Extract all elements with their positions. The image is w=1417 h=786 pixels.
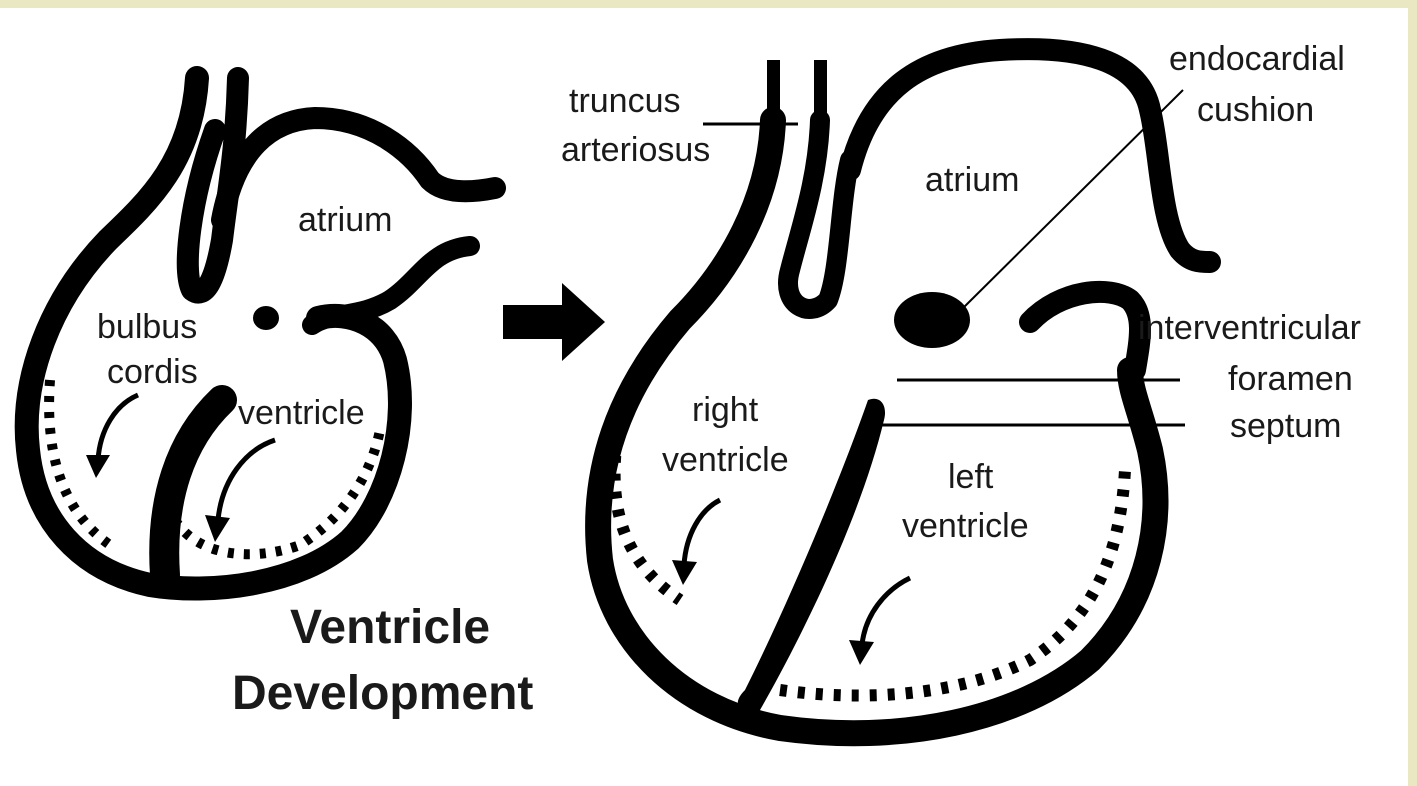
later-heart-truncus-inner-wall — [788, 120, 850, 309]
left-ventricle-label-1: left — [948, 458, 994, 496]
left-ventricle-label-2: ventricle — [902, 507, 1029, 545]
right-ventricle-label-2: ventricle — [662, 441, 789, 479]
early-heart-bulbus-arrowhead — [86, 455, 110, 478]
interventricular-label: interventricular — [1138, 309, 1361, 347]
early-heart-atrium-label: atrium — [298, 201, 392, 239]
early-heart-ventricle-label: ventricle — [238, 394, 365, 432]
endocardial-cushion — [894, 292, 970, 348]
early-heart-bulbus-label-1: bulbus — [97, 308, 197, 346]
early-heart-ventricle-arrowhead — [205, 515, 230, 542]
left-ventricle-arrowhead — [849, 640, 874, 665]
early-heart-atrium-lower-wall — [312, 246, 470, 325]
septum-label: septum — [1230, 407, 1342, 445]
early-heart-ventricle-flow-arrow — [218, 440, 275, 520]
later-heart-atrium-wall — [850, 49, 1210, 262]
left-ventricle-flow-arrow — [862, 578, 910, 645]
early-heart-cushion-dot — [253, 306, 279, 330]
early-heart-bulbus-label-2: cordis — [107, 353, 198, 391]
right-ventricle-label-1: right — [692, 391, 759, 429]
transition-arrow — [503, 283, 605, 361]
title-line-1: Ventricle — [290, 601, 490, 654]
right-ventricle-arrowhead — [672, 560, 697, 585]
foramen-label: foramen — [1228, 360, 1353, 398]
right-ventricle-flow-arrow — [684, 500, 720, 565]
truncus-label-2: arteriosus — [561, 131, 710, 169]
endocardial-label-1: endocardial — [1169, 40, 1345, 78]
early-heart: atrium bulbus cordis ventricle — [27, 78, 495, 589]
title-line-2: Development — [232, 667, 533, 720]
truncus-label-1: truncus — [569, 82, 681, 120]
later-heart: truncus arteriosus atrium endocardial cu… — [561, 40, 1361, 733]
later-heart-interventricular-wall — [1030, 292, 1140, 370]
endocardial-label-2: cushion — [1197, 91, 1314, 129]
early-heart-bulbus-flow-arrow — [98, 395, 138, 460]
endocardial-leader-line — [955, 90, 1183, 316]
later-heart-atrium-label: atrium — [925, 161, 1019, 199]
